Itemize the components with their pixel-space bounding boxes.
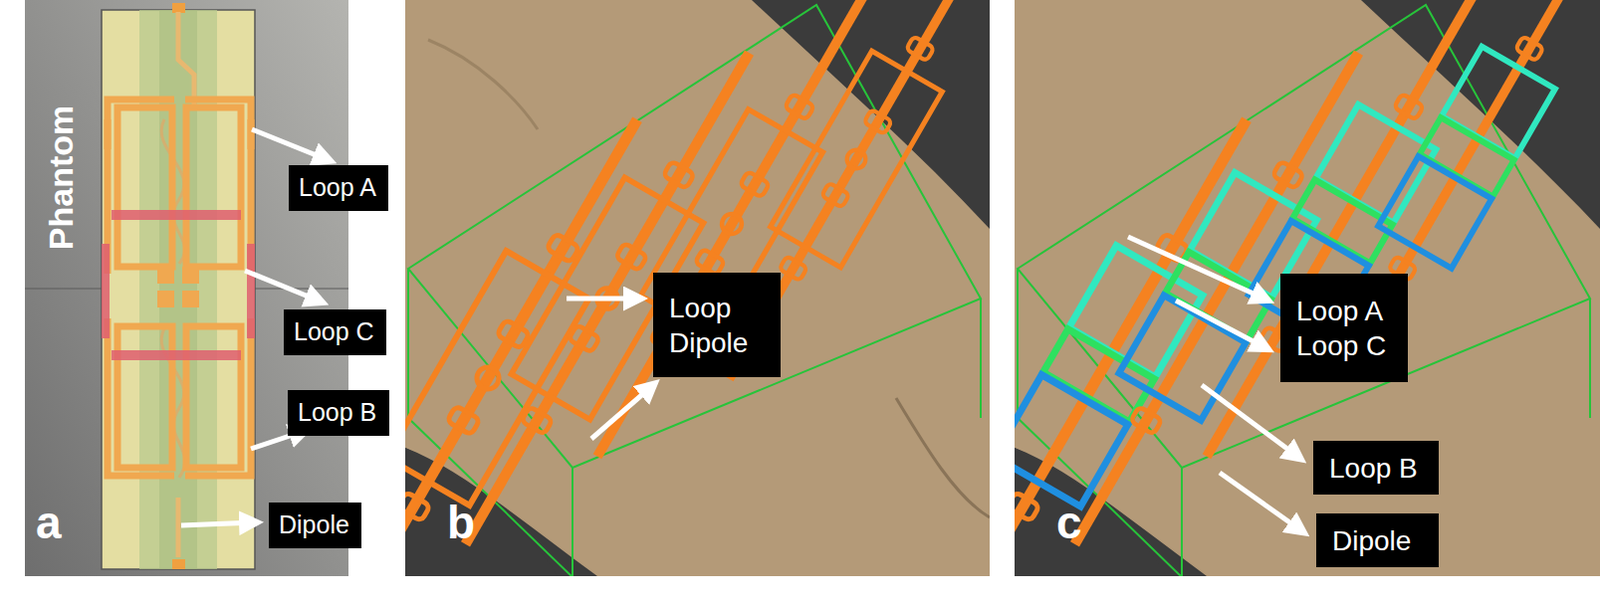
label-box: Loop A: [288, 165, 389, 212]
label-text: Loop B: [297, 397, 380, 429]
label-box: Dipole: [1316, 513, 1439, 568]
label-box: Dipole: [268, 502, 362, 549]
panel-letter: b: [447, 495, 475, 550]
label-text: Dipole: [278, 509, 352, 541]
label-box: Loop B: [287, 390, 390, 437]
panel-letter: a: [35, 495, 62, 550]
label-box: Loop ALoop C: [1280, 273, 1408, 383]
panel-letter: c: [1056, 495, 1083, 550]
label-text: Loop: [669, 290, 771, 326]
label-text: Loop C: [1296, 328, 1398, 364]
label-text: Dipole: [1332, 523, 1429, 559]
label-text: Loop B: [1329, 451, 1429, 486]
label-text: Loop A: [1296, 293, 1398, 329]
label-text: Loop C: [293, 316, 377, 348]
label-box: Loop C: [283, 309, 387, 356]
label-box: Loop B: [1313, 441, 1439, 495]
label-box: LoopDipole: [653, 272, 781, 378]
label-text: Dipole: [669, 325, 771, 361]
phantom-label: Phantom: [42, 104, 82, 249]
label-text: Loop A: [298, 172, 379, 204]
